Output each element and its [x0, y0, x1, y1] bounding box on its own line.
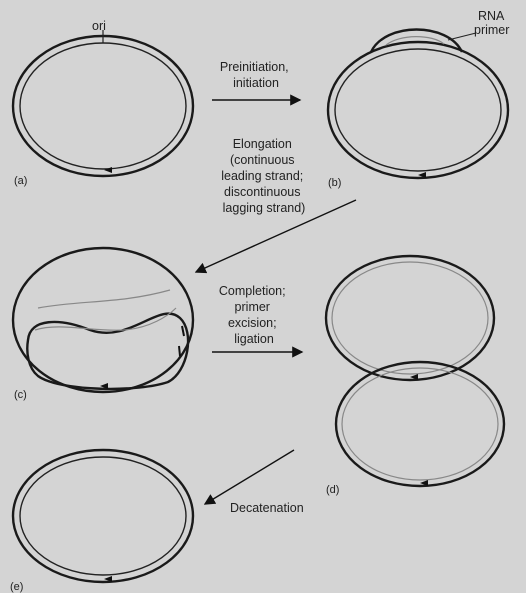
- decatenation-arrow: [205, 450, 294, 504]
- okazaki-fragment-1: [182, 326, 184, 336]
- okazaki-fragment-2: [179, 346, 180, 356]
- ori-label: ori: [92, 19, 106, 33]
- plasmid-a: [13, 30, 193, 176]
- plasmid-b: [328, 30, 508, 179]
- elongation-label: Elongation (continuous leading strand; d…: [221, 137, 307, 215]
- panel-label-d: (d): [326, 484, 339, 496]
- panel-label-c: (c): [14, 389, 27, 401]
- theta-intermediate-c: [13, 248, 193, 392]
- completion-label: Completion; primer excision; ligation: [219, 284, 289, 346]
- direction-arrowhead-a: [104, 167, 112, 173]
- panel-label-b: (b): [328, 177, 341, 189]
- catenane-d: [326, 256, 504, 486]
- new-strand-leading: [38, 290, 170, 308]
- panel-label-a: (a): [14, 175, 27, 187]
- panel-label-e: (e): [10, 581, 23, 593]
- daughter-circle-e: [13, 450, 193, 582]
- preinitiation-label: Preinitiation, initiation: [220, 60, 292, 90]
- decatenation-label: Decatenation: [230, 501, 304, 515]
- rna-primer-pointer: [448, 33, 476, 40]
- rna-primer-label: RNA primer: [474, 9, 509, 37]
- daughter-loop: [27, 314, 188, 389]
- new-strand-lagging: [35, 308, 176, 330]
